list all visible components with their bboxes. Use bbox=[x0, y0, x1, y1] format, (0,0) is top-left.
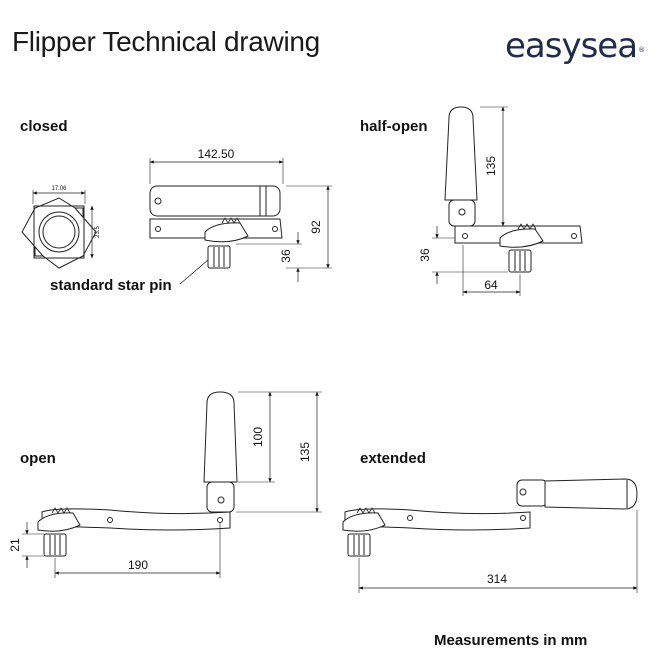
logo-text: easysea bbox=[505, 26, 638, 66]
dim-half-open-handle: 135 bbox=[484, 156, 498, 176]
dim-open-pin: 21 bbox=[8, 538, 22, 552]
dim-open-length: 190 bbox=[128, 558, 148, 572]
dim-open-grip: 100 bbox=[251, 427, 265, 447]
dim-open-handle: 135 bbox=[298, 442, 312, 462]
open-view bbox=[22, 391, 322, 578]
registered-mark: ® bbox=[638, 46, 645, 54]
dim-nut-width: 17.06 bbox=[51, 186, 67, 192]
dim-half-open-pin: 36 bbox=[418, 248, 432, 262]
dim-closed-width: 142.50 bbox=[198, 147, 235, 161]
units-note: Measurements in mm bbox=[434, 632, 588, 649]
star-pin-callout: standard star pin bbox=[50, 277, 172, 294]
dim-extended-length: 314 bbox=[487, 572, 507, 586]
view-label-open: open bbox=[20, 450, 56, 467]
dim-half-open-offset: 64 bbox=[484, 278, 498, 292]
extended-view bbox=[342, 478, 638, 593]
view-label-closed: closed bbox=[20, 118, 68, 135]
page-title: Flipper Technical drawing bbox=[12, 26, 320, 57]
dim-closed-height: 92 bbox=[309, 220, 323, 234]
view-label-extended: extended bbox=[360, 450, 426, 467]
brand-logo: easysea® bbox=[505, 26, 645, 66]
view-label-half-open: half-open bbox=[360, 118, 428, 135]
nut-top-view bbox=[21, 190, 97, 269]
closed-view bbox=[21, 158, 332, 285]
half-open-view bbox=[432, 106, 583, 296]
dim-nut-height: 23.5 bbox=[95, 226, 101, 238]
closed-side-view bbox=[149, 158, 332, 285]
dim-closed-pin: 36 bbox=[279, 249, 293, 263]
